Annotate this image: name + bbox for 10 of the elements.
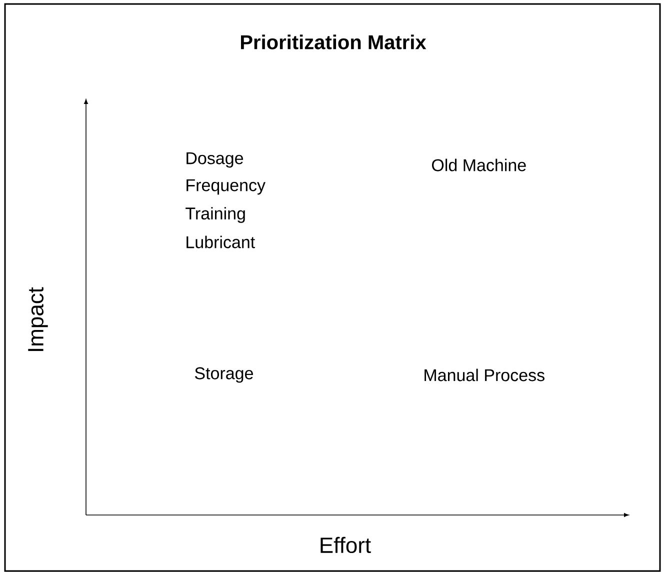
item-label: Dosage [186,152,244,168]
title: Prioritization Matrix [241,34,426,50]
item-label: Frequency [186,179,266,195]
axis-label: Effort [320,536,371,554]
item-label: Manual Process [424,368,544,382]
item-label: Old Machine [432,158,526,172]
axis-label: Impact [28,287,48,351]
item-label: Storage [194,367,253,383]
item-label: Lubricant [186,236,255,248]
item-label: Training [186,207,245,223]
